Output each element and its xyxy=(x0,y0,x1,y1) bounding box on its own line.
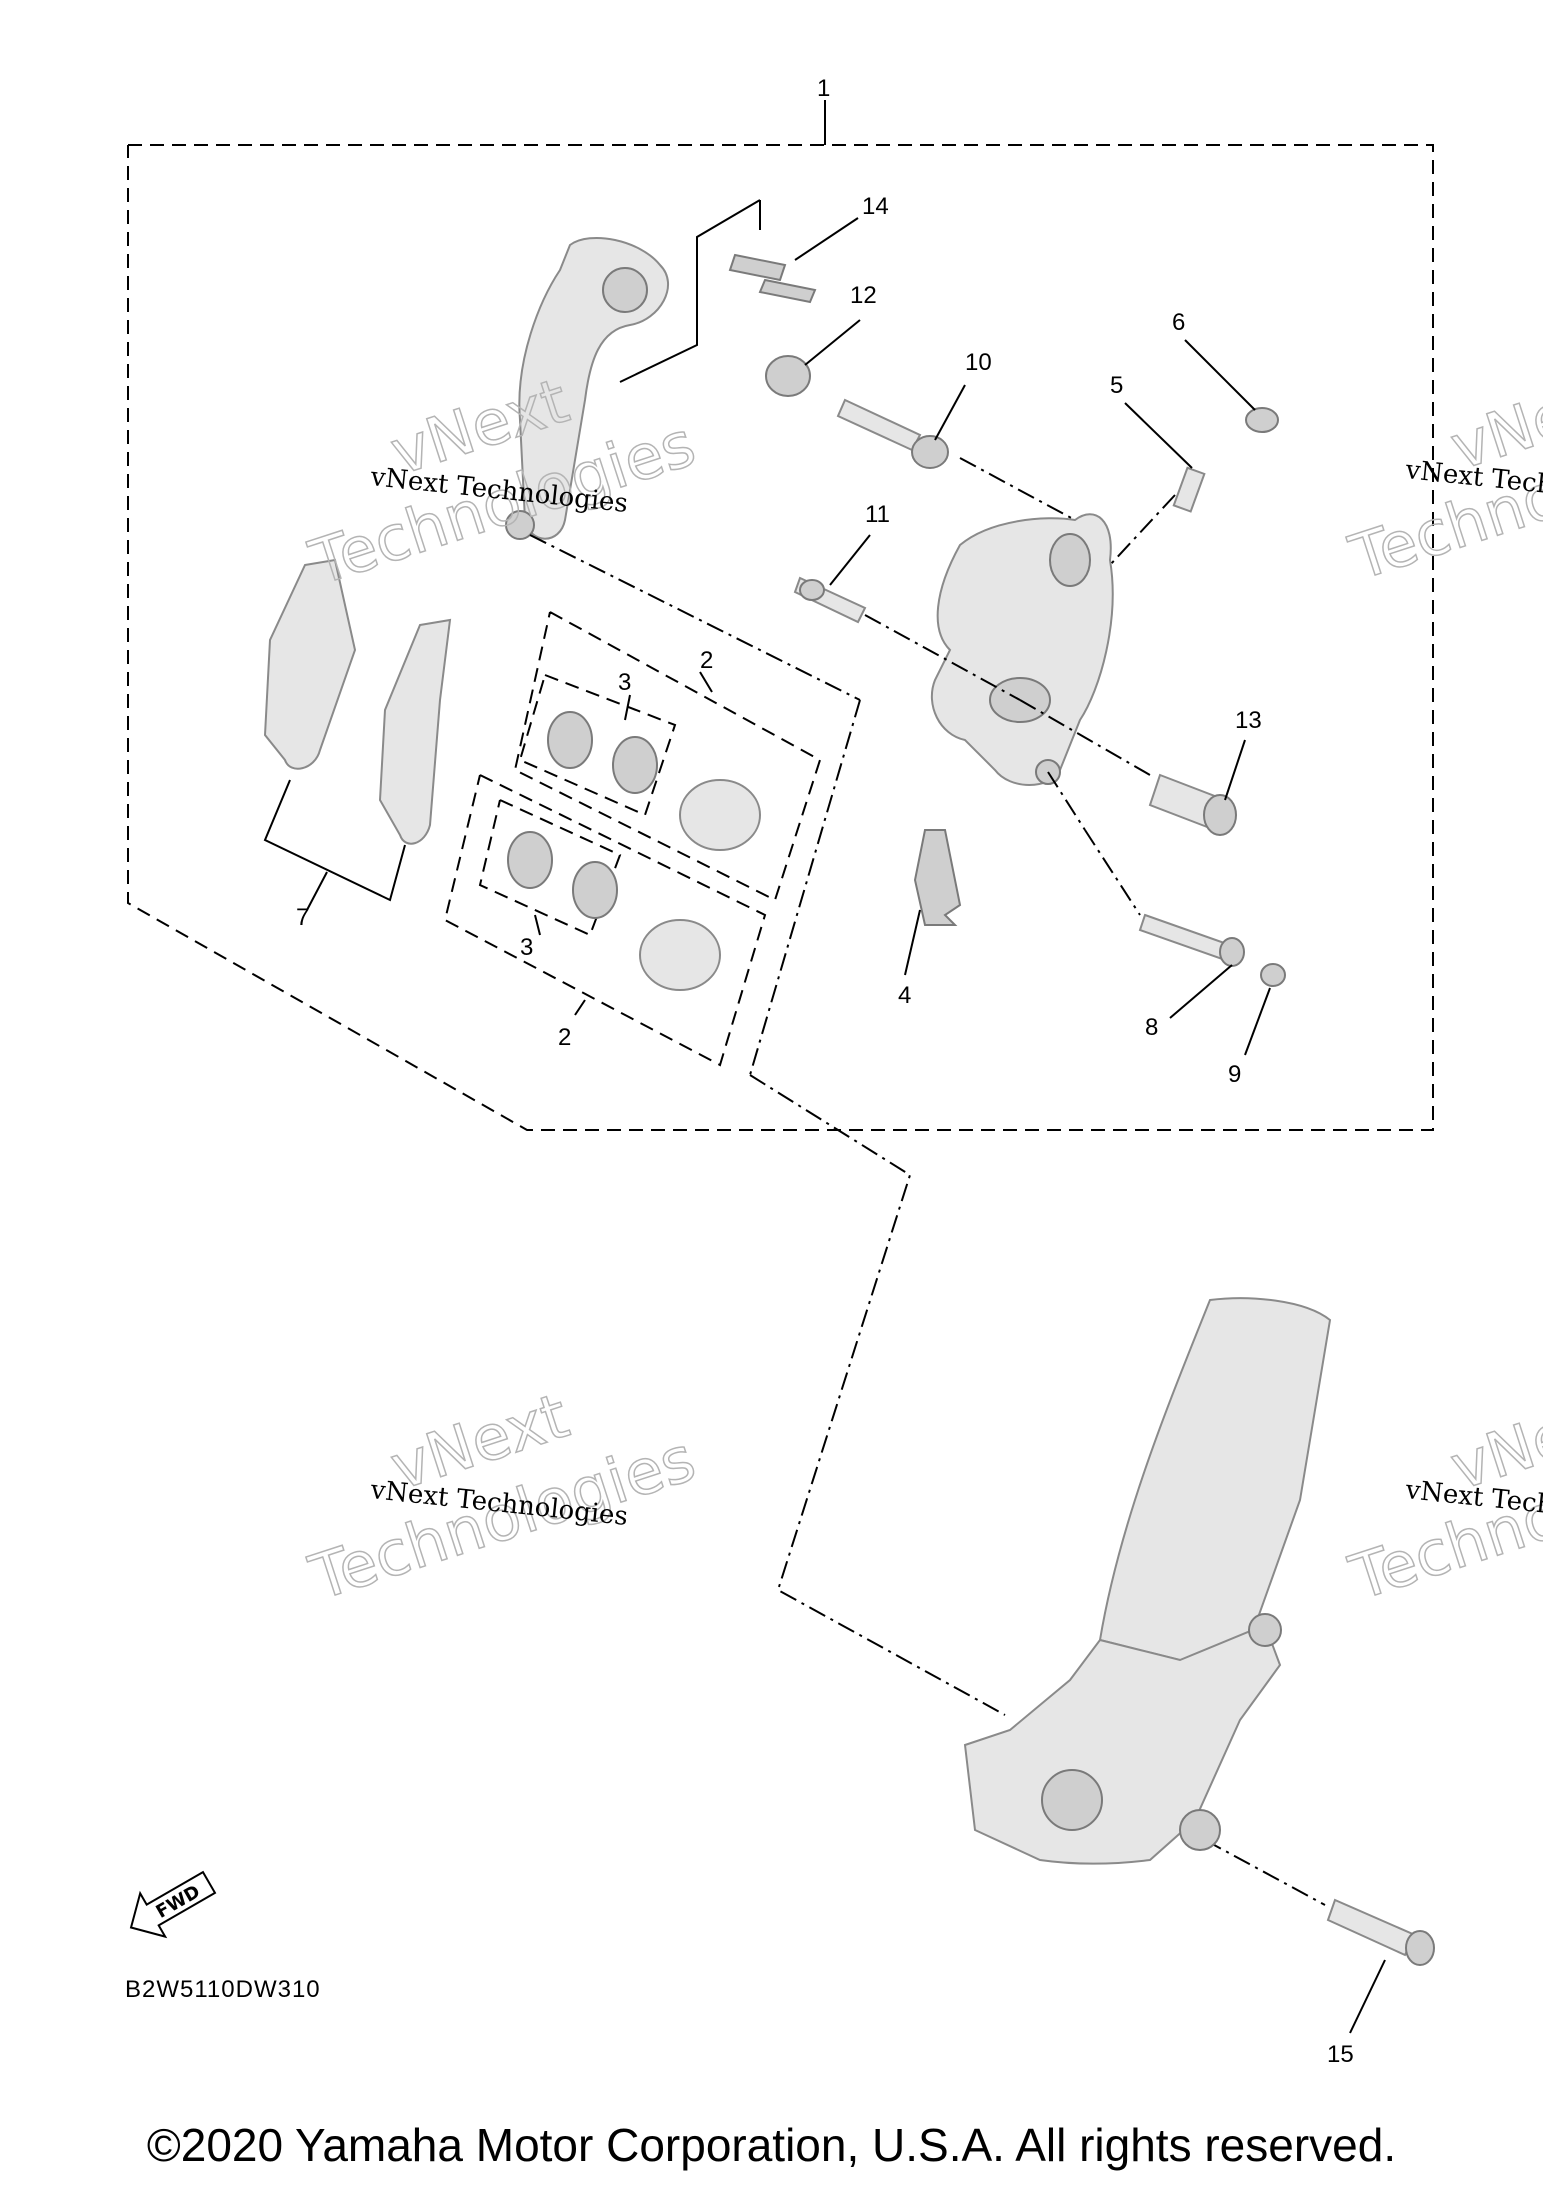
fwd-arrow-icon: FWD xyxy=(129,1870,217,1939)
leader-15 xyxy=(1349,1959,1386,2034)
leader-2a xyxy=(699,671,713,693)
callout-10: 10 xyxy=(965,349,992,376)
caliper-bolt-13 xyxy=(1148,773,1237,836)
axis-to-fork xyxy=(749,1074,1006,1716)
pad-spring xyxy=(728,253,817,304)
pad-shim xyxy=(913,829,962,926)
pad-spring-bracket-line xyxy=(619,199,761,383)
leader-3b xyxy=(534,914,541,936)
callout-5: 5 xyxy=(1110,372,1123,399)
axis-bolt8 xyxy=(1047,771,1086,831)
axis-bleed xyxy=(1109,494,1176,566)
leader-12 xyxy=(804,319,861,366)
callout-3-lower: 3 xyxy=(520,934,533,961)
piston-kit-upper xyxy=(513,611,822,902)
leader-7 xyxy=(263,779,406,902)
callout-1: 1 xyxy=(817,75,830,102)
assembly-boundary xyxy=(127,144,1434,1131)
callout-2-lower: 2 xyxy=(558,1024,571,1051)
watermark-top-left: vNext Technologies vNext Technologies xyxy=(300,363,704,600)
callout-12: 12 xyxy=(850,282,877,309)
callout-11: 11 xyxy=(865,501,890,528)
axis-bracket2 xyxy=(749,699,861,1076)
callout-15: 15 xyxy=(1327,2041,1354,2068)
piston-kit-lower xyxy=(443,774,767,1067)
leader-8 xyxy=(1169,964,1233,1019)
caliper-pin-11 xyxy=(793,576,867,624)
watermark-mid-right: vNext Technologies vNext Technologies xyxy=(1340,1378,1543,1615)
leader-13 xyxy=(1224,739,1246,801)
callout-8: 8 xyxy=(1145,1014,1158,1041)
leader-4 xyxy=(904,909,921,976)
leader-14 xyxy=(794,217,859,261)
leader-3a xyxy=(624,694,631,721)
callout-9: 9 xyxy=(1228,1061,1241,1088)
caliper-bracket xyxy=(505,237,670,540)
axis-bolt13 xyxy=(1019,699,1151,776)
leader-5 xyxy=(1124,402,1193,469)
axis-bracket xyxy=(529,534,861,701)
nut-9 xyxy=(1260,963,1286,987)
caliper-body xyxy=(930,513,1114,786)
leader-11 xyxy=(829,534,871,586)
callout-4: 4 xyxy=(898,982,911,1009)
bleed-cap xyxy=(1245,407,1279,433)
axis-bolt8b xyxy=(1084,829,1141,916)
caliper-bolt-8 xyxy=(1138,913,1245,967)
bleed-screw xyxy=(1172,466,1206,513)
leader-10 xyxy=(934,384,966,441)
callout-13: 13 xyxy=(1235,707,1262,734)
axle-bolt xyxy=(1326,1898,1435,1966)
callout-14: 14 xyxy=(862,193,889,220)
callout-7: 7 xyxy=(296,904,309,931)
axis-pin11 xyxy=(864,614,1021,701)
caliper-pin-10 xyxy=(836,398,949,469)
dust-boot xyxy=(765,355,811,397)
brake-pad-left xyxy=(263,558,357,770)
callout-3-upper: 3 xyxy=(618,669,631,696)
callout-2-upper: 2 xyxy=(700,647,713,674)
leader-9 xyxy=(1244,987,1271,1056)
watermark-mid-left: vNext Technologies vNext Technologies xyxy=(300,1378,704,1615)
leader-6 xyxy=(1184,339,1256,411)
brake-pad-right xyxy=(378,618,452,845)
watermark-top-right: vNext Technologies vNext Technologies xyxy=(1340,358,1543,595)
axis-bolt15 xyxy=(1204,1839,1326,1906)
diagram-code: B2W5110DW310 xyxy=(125,1976,321,2003)
leader-7b xyxy=(306,871,328,911)
leader-2b xyxy=(574,999,586,1016)
copyright-notice: ©2020 Yamaha Motor Corporation, U.S.A. A… xyxy=(146,2119,1397,2171)
callout-6: 6 xyxy=(1172,309,1185,336)
front-fork xyxy=(963,1297,1332,1865)
axis-pin10 xyxy=(959,457,1076,521)
